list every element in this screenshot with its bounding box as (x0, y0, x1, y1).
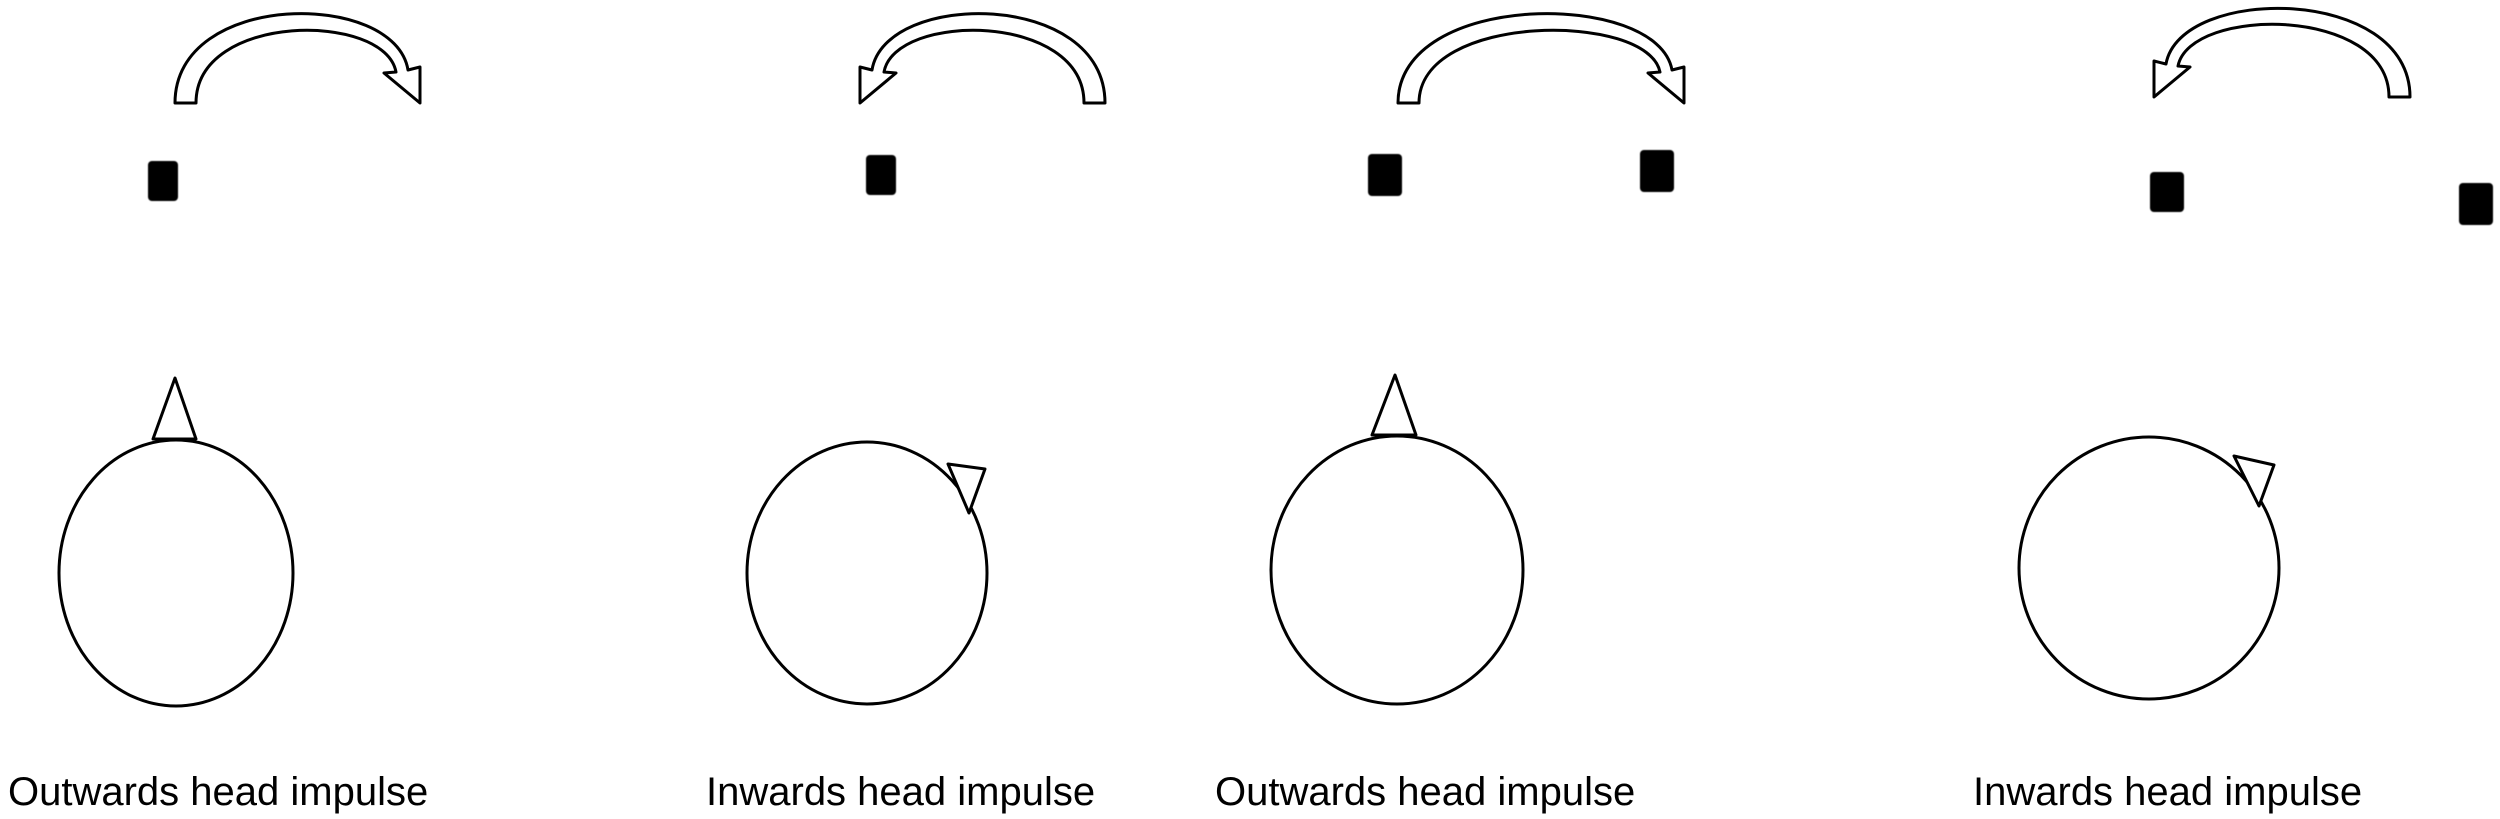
panel-1 (57, 12, 422, 708)
nose-marker (946, 462, 987, 515)
panel-1-caption: Outwards head impulse (8, 770, 429, 814)
head-outline (1269, 434, 1525, 706)
curved-arrow-icon (2152, 6, 2412, 99)
curved-arrow-icon (173, 12, 422, 105)
fixation-target (1640, 150, 1674, 192)
fixation-target (866, 155, 896, 195)
curved-arrow-icon (858, 12, 1107, 105)
panel-3-caption: Outwards head impulse (1215, 770, 1636, 814)
fixation-target (2459, 183, 2493, 225)
fixation-target (1368, 154, 1402, 196)
head-outline (57, 438, 295, 708)
panel-2 (745, 12, 1107, 706)
curved-arrow-icon (1396, 12, 1686, 105)
head-outline (2017, 435, 2281, 701)
fixation-target (148, 161, 178, 201)
nose-marker (151, 376, 198, 441)
head-outline (745, 440, 989, 706)
nose-marker (2232, 454, 2276, 508)
panel-4-caption: Inwards head impulse (1973, 770, 2363, 814)
panel-3 (1269, 12, 1686, 706)
nose-marker (1370, 373, 1418, 437)
panel-2-caption: Inwards head impulse (706, 770, 1096, 814)
fixation-target (2150, 172, 2184, 212)
panel-4 (2017, 6, 2493, 701)
